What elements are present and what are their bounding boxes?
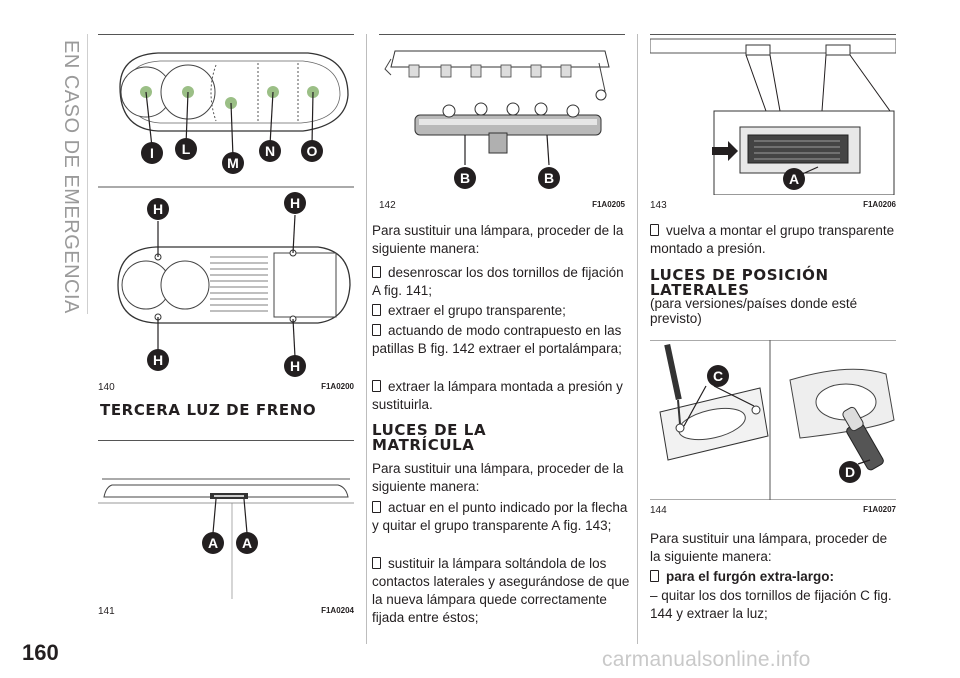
checkbox-bullet-icon [372,380,381,392]
step-item: actuando de modo contrapuesto en las pat… [372,323,622,356]
step-item: extraer el grupo transparente; [372,302,634,320]
label-N: N [265,143,275,159]
label-A: A [789,171,799,187]
step-item: extraer la lámpara montada a presión y s… [372,379,623,412]
paragraph-intro: Para sustituir una lámpara, proceder de … [372,461,624,494]
figure-144: C D [650,340,896,500]
column-divider [637,34,638,644]
step-item: vuelva a montar el grupo transparente mo… [650,223,895,256]
label-M: M [227,155,239,171]
side-section-title: EN CASO DE EMERGENCIA [60,40,82,314]
figure-142-drawing: B B [384,50,610,189]
label-H: H [153,201,163,217]
figure-number: 143 [650,200,667,211]
checkbox-bullet-icon [372,304,381,316]
checkbox-bullet-icon [372,324,381,336]
label-B: B [544,170,554,186]
figure-141-drawing: A A [98,478,354,599]
step-item-bold: para el furgón extra-largo: [650,568,900,586]
sidebar-divider [87,34,88,314]
label-B: B [460,170,470,186]
figure-code: F1A0204 [321,606,354,615]
figure-number: 144 [650,505,667,516]
figure-code: F1A0207 [863,505,896,514]
figure-code: F1A0206 [863,200,896,209]
figure-142: B B [379,34,625,195]
figure-140-drawing: I L M N O H H H H [98,52,354,377]
label-I: I [150,145,154,161]
section-heading: TERCERA LUZ DE FRENO [100,401,317,419]
figure-143: A [650,34,896,195]
figure-144-drawing: C D [650,340,896,500]
page-number: 160 [22,640,59,665]
checkbox-bullet-icon [650,570,659,582]
paragraph-intro: Para sustituir una lámpara, proceder de … [372,223,624,256]
label-H: H [290,358,300,374]
figure-number: 142 [379,200,396,211]
label-L: L [182,141,191,157]
label-O: O [307,143,318,159]
arrow-icon [712,141,738,161]
applicability-note: (para versiones/países donde esté previs… [650,296,858,326]
paragraph-intro: Para sustituir una lámpara, proceder de … [650,531,888,564]
checkbox-bullet-icon [372,266,381,278]
label-H: H [153,352,163,368]
checkbox-bullet-icon [372,501,381,513]
section-heading: LUCES DE LA MATRÍCULA [372,421,487,454]
checkbox-bullet-icon [650,224,659,236]
step-item: sustituir la lámpara soltándola de los c… [372,556,630,625]
figure-code: F1A0200 [321,382,354,391]
checkbox-bullet-icon [372,557,381,569]
step-dash-item: – quitar los dos tornillos de fijación C… [650,588,892,621]
watermark: carmanualsonline.info [602,648,811,671]
step-item: desenroscar los dos tornillos de fijació… [372,265,624,298]
figure-code: F1A0205 [592,200,625,209]
figure-number: 141 [98,606,115,617]
label-H: H [290,195,300,211]
column-divider [366,34,367,644]
figure-number: 140 [98,382,115,393]
step-item: actuar en el punto indicado por la flech… [372,500,628,533]
label-A: A [242,535,252,551]
label-A: A [208,535,218,551]
section-heading: LUCES DE POSICIÓN LATERALES [650,266,829,299]
figure-143-drawing: A [650,38,896,195]
figure-140: I L M N O H H H H [98,34,354,377]
label-D: D [845,464,855,480]
label-C: C [713,368,723,384]
figure-141: A A [98,440,354,599]
